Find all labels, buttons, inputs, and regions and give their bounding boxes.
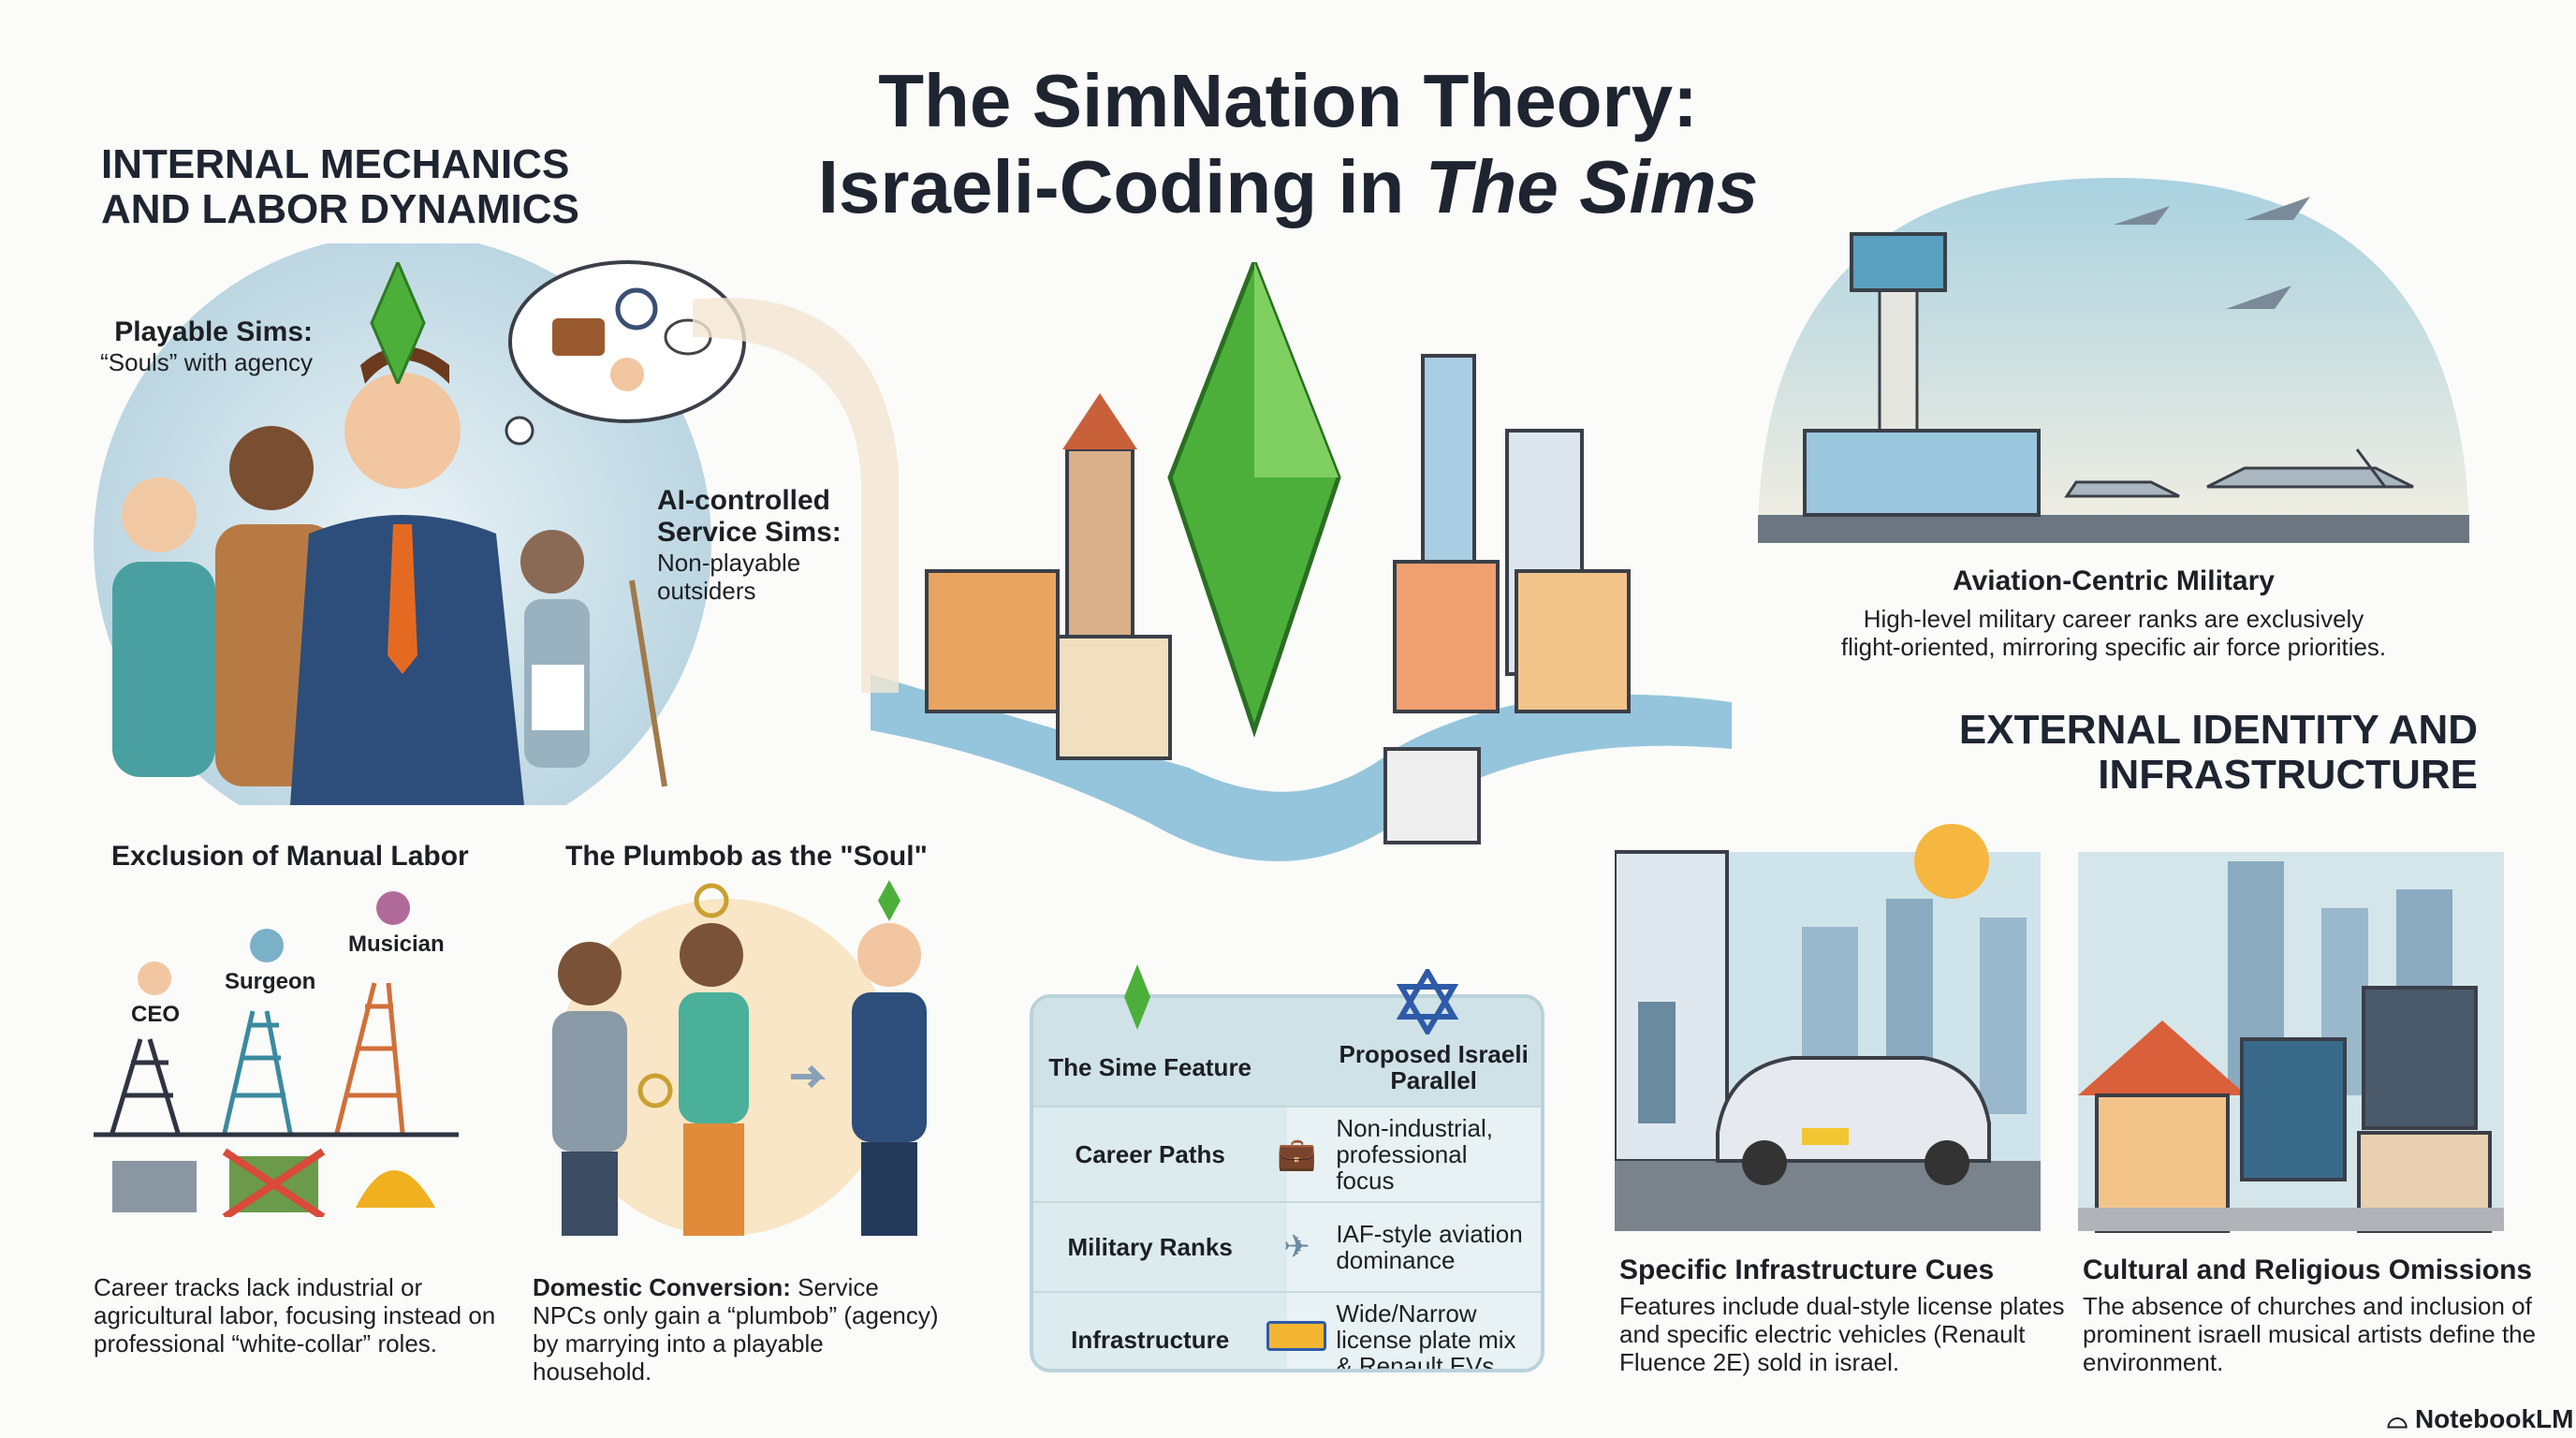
ceo-icon [138, 961, 171, 995]
table-header-feature: The Sime Feature [1033, 998, 1267, 1107]
surgeon-ladder [222, 1010, 293, 1134]
service-sim [520, 530, 584, 594]
briefcase-icon [552, 318, 605, 356]
jet-icon [2245, 197, 2310, 220]
musician-ladder [334, 982, 405, 1134]
sun-icon [1914, 824, 1989, 899]
plumbob-icon [878, 880, 900, 921]
table-row: Career Paths💼Non-industrial, professiona… [1033, 1106, 1541, 1202]
manual-labor-heading: Exclusion of Manual Labor [111, 841, 469, 872]
external-identity-heading: EXTERNAL IDENTITY AND INFRASTRUCTURE [1958, 707, 2478, 798]
musician-poster [2362, 986, 2478, 1130]
page-title: The SimNation Theory: Israeli-Coding in … [817, 59, 1759, 228]
table-row: Military Ranks✈IAF-style aviation domina… [1033, 1201, 1541, 1292]
musician-icon [376, 891, 410, 925]
plumbob-soul-heading: The Plumbob as the "Soul" [565, 841, 928, 872]
hard-hat-icon [356, 1170, 435, 1208]
domestic-conversion-illustration [552, 880, 927, 1236]
jet-icon: ✈ [1266, 1201, 1327, 1292]
connector-curve [693, 298, 899, 693]
briefcase-icon: 💼 [1266, 1106, 1327, 1202]
license-plate-icon [1266, 1291, 1327, 1369]
stethoscope-icon [615, 287, 658, 330]
arrow-icon [791, 1064, 827, 1089]
surgeon-icon [250, 929, 284, 962]
ev-charger-icon [1638, 1002, 1676, 1123]
sim-man [229, 426, 314, 510]
notebooklm-logo-icon: ⌓ [2387, 1404, 2415, 1433]
cultural-caption: Cultural and Religious Omissions The abs… [2083, 1255, 2537, 1376]
jet-icon [2206, 448, 2414, 489]
town-musicians-illustration [2078, 852, 2504, 1233]
factory-icon [112, 1161, 197, 1212]
star-of-david-icon [1396, 969, 1459, 1034]
jet-icon [2114, 206, 2170, 225]
ring-icon [637, 1073, 673, 1108]
playable-sims-label: Playable Sims: “Souls” with agency [100, 316, 313, 376]
plumbob-icon [370, 262, 426, 384]
ring-icon [694, 883, 729, 918]
jet-icon [2226, 286, 2291, 309]
career-ladders-illustration [94, 891, 459, 1217]
ai-service-sims-label: AI-controlled Service Sims: Non-playable… [657, 485, 842, 605]
jet-icon [2064, 480, 2180, 498]
notebooklm-branding: ⌓ NotebookLM [2387, 1404, 2574, 1433]
role-label-musician: Musician [348, 932, 445, 957]
sim-woman [122, 477, 197, 552]
infrastructure-caption: Specific Infrastructure Cues Features in… [1619, 1255, 2065, 1376]
license-plate-icon [1802, 1128, 1849, 1145]
musician-poster [2240, 1037, 2347, 1181]
ceo-ladder [110, 1038, 181, 1134]
plumbob-soul-body: Domestic Conversion: Service NPCs only g… [533, 1273, 939, 1386]
aviation-caption: Aviation-Centric Military High-level mil… [1840, 565, 2387, 661]
role-label-ceo: CEO [131, 1002, 181, 1027]
car-icon [1716, 1056, 1991, 1163]
internal-mechanics-heading: INTERNAL MECHANICS AND LABOR DYNAMICS [101, 141, 579, 232]
doctor-icon [610, 358, 644, 391]
sim-businessman [344, 373, 461, 489]
role-label-surgeon: Surgeon [225, 969, 316, 994]
manual-labor-body: Career tracks lack industrial or agricul… [94, 1273, 496, 1357]
aviation-airfield-illustration [1758, 178, 2469, 543]
renault-ev-street-illustration [1615, 824, 2041, 1231]
thought-bubble-careers [505, 260, 746, 446]
central-city-plumbob-illustration [871, 262, 1732, 861]
plumbob-icon [1124, 964, 1150, 1030]
